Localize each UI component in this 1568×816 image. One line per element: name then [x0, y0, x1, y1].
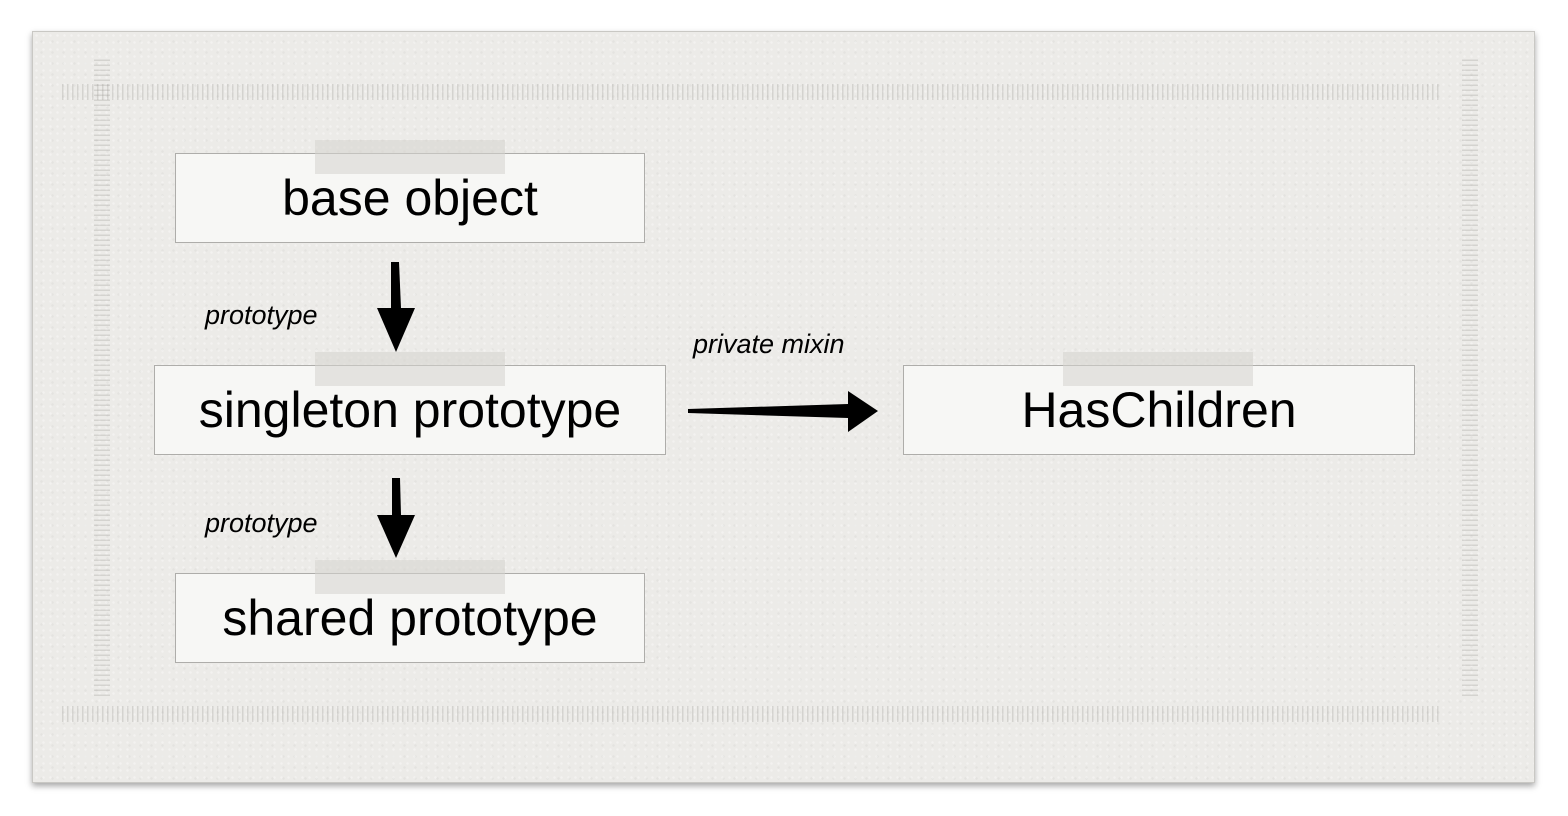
decorative-border-right	[1462, 58, 1478, 696]
node-singleton-prototype-label: singleton prototype	[198, 382, 622, 438]
edge-label-singleton-to-haschildren: private mixin	[693, 329, 845, 359]
node-base-object-label: base object	[282, 170, 538, 226]
decorative-border-left	[94, 58, 110, 696]
node-shared-prototype: shared prototype	[175, 573, 645, 663]
node-singleton-prototype: singleton prototype	[154, 365, 666, 455]
decorative-border-top	[62, 84, 1442, 100]
edge-label-base-to-singleton: prototype	[205, 300, 318, 330]
node-base-object: base object	[175, 153, 645, 243]
edge-label-singleton-to-shared: prototype	[205, 508, 318, 538]
decorative-border-bottom	[62, 706, 1442, 722]
node-haschildren-label: HasChildren	[1021, 382, 1297, 438]
node-haschildren: HasChildren	[903, 365, 1415, 455]
node-shared-prototype-label: shared prototype	[222, 590, 598, 646]
